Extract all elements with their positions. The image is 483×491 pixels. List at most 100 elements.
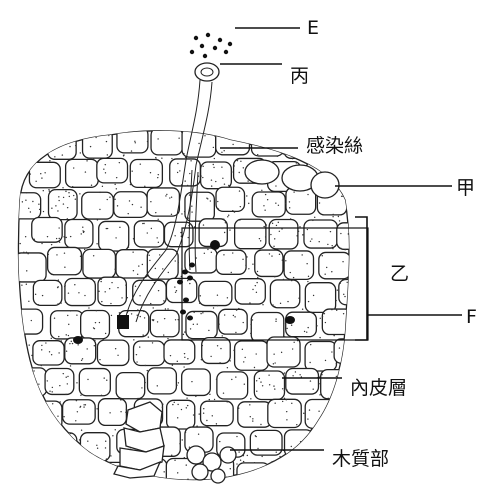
nucleus-dark xyxy=(117,315,129,329)
cortex-cell xyxy=(268,461,299,490)
cortex-cell xyxy=(83,129,113,158)
cortex-cell xyxy=(252,192,285,217)
cortex-cell xyxy=(116,373,145,399)
cortex-cell xyxy=(97,340,128,365)
cortex-cell xyxy=(45,368,74,394)
cortex-cell xyxy=(65,462,96,491)
cortex-cell xyxy=(98,399,126,426)
cortex-cell xyxy=(82,192,114,219)
label-endodermis: 內皮層 xyxy=(350,377,407,399)
cortex-cell xyxy=(369,281,401,311)
cortex-cell xyxy=(114,192,147,218)
cortex-cell xyxy=(286,369,319,395)
cortex-cell xyxy=(83,249,116,278)
cortex-cell xyxy=(65,279,95,306)
cortex-cell xyxy=(150,310,179,336)
cortex-cell xyxy=(369,159,401,187)
cortex-cell xyxy=(305,283,335,313)
cortex-cell xyxy=(235,219,266,248)
cortex-cell xyxy=(13,428,44,453)
cortex-cell xyxy=(186,311,217,338)
cortex-cell xyxy=(29,162,60,187)
cortex-cell xyxy=(250,430,282,455)
cortex-cell xyxy=(33,280,62,305)
cortex-cell xyxy=(164,340,195,364)
cortex-cell xyxy=(65,219,93,248)
cortex-cell xyxy=(216,130,250,155)
root-hair-tip xyxy=(195,63,219,81)
cortex-cell xyxy=(337,157,367,183)
cortex-cell xyxy=(305,399,335,428)
cortex-cell xyxy=(337,223,370,249)
cortex-cell xyxy=(356,188,385,212)
cortex-cell xyxy=(321,370,352,399)
label-xylem: 木質部 xyxy=(332,448,389,470)
cortex-cell xyxy=(371,221,404,250)
cortex-cell xyxy=(199,281,232,305)
cortex-cell xyxy=(167,400,195,429)
cortex-cell xyxy=(267,337,300,367)
yi-bracket xyxy=(355,217,367,340)
cortex-cell xyxy=(13,193,41,219)
cortex-cell xyxy=(33,401,62,429)
label-E: E xyxy=(307,17,319,39)
label-bing: 丙 xyxy=(290,65,309,87)
cortex-cell xyxy=(202,338,231,364)
cortex-cell xyxy=(79,369,110,396)
cortex-cell xyxy=(201,162,232,189)
cortex-cell xyxy=(334,339,366,363)
bacteria-E xyxy=(190,33,232,58)
cortex-cell xyxy=(32,457,61,483)
cortex-cell xyxy=(66,159,99,187)
cortex-cell xyxy=(151,128,182,155)
cortex-cell xyxy=(216,250,246,274)
cortex-cell xyxy=(81,311,110,339)
cortex-cell xyxy=(322,309,351,334)
cortex-cell xyxy=(32,218,62,243)
cortex-cell xyxy=(49,190,78,220)
cortex-cell xyxy=(201,401,234,426)
cortex-cell xyxy=(15,368,47,396)
cortex-cell xyxy=(235,279,265,304)
label-F: F xyxy=(466,306,477,328)
cortex-cell xyxy=(335,402,366,430)
cortex-cell xyxy=(305,342,336,371)
cortex-cell xyxy=(63,400,96,424)
label-jia: 甲 xyxy=(456,177,475,199)
cortex-cell xyxy=(99,221,129,251)
cortex-cell xyxy=(13,309,43,334)
cortex-cell xyxy=(268,399,301,427)
cortex-cell xyxy=(286,312,317,337)
cortex-cell xyxy=(147,188,179,216)
nucleus xyxy=(210,240,220,250)
label-yi: 乙 xyxy=(390,263,409,285)
cortex-cell xyxy=(80,433,109,461)
cortex-cell xyxy=(284,251,313,279)
cortex-cell xyxy=(270,280,299,308)
cortex-cell xyxy=(216,187,244,211)
cortex-cell xyxy=(116,250,149,278)
cortex-cell xyxy=(356,248,386,275)
cortex-cell xyxy=(130,159,162,187)
cortex-cell xyxy=(134,341,165,366)
cortex-cell xyxy=(370,401,399,428)
label-infection-thread: 感染絲 xyxy=(306,135,363,157)
cortex-cell xyxy=(219,309,248,334)
cortex-cell xyxy=(97,158,128,183)
cortex-cell xyxy=(147,368,176,394)
cortex-cell xyxy=(134,221,164,247)
cortex-cell xyxy=(319,252,351,278)
cortex-cell xyxy=(235,341,269,370)
cortex-cell xyxy=(14,130,43,155)
cortex-cell xyxy=(217,372,248,399)
cortex-cell xyxy=(339,279,368,304)
cortex-cell xyxy=(304,220,337,248)
cortex-cell xyxy=(48,247,82,274)
cortex-cell xyxy=(237,463,270,488)
cortex-cell xyxy=(372,339,402,369)
cortex-cell xyxy=(182,369,211,395)
cortex-cell xyxy=(238,402,272,427)
root-tissue xyxy=(13,127,404,490)
cortex-cell xyxy=(269,220,298,249)
